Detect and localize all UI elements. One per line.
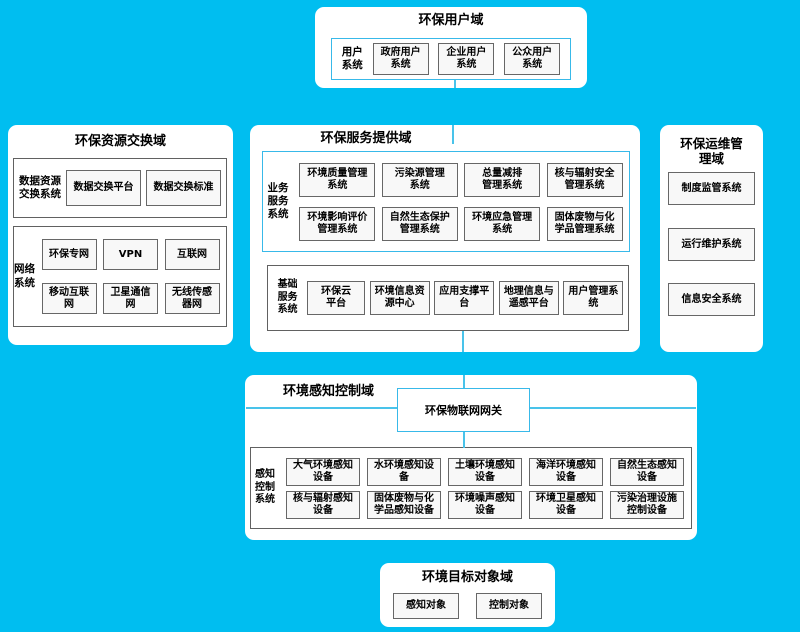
device-box-noise-sensing: 环境噪声感知 设备: [448, 490, 522, 519]
device-box-pollution-control-facility: 污染治理设施 控制设备: [610, 490, 684, 519]
system-box-operation-maintenance: 运行维护系统: [668, 228, 755, 261]
connector-gateway-to-devices: [463, 432, 465, 448]
sensing-row: 大气环境感知 设备 水环境感知设 备 土壤环境感知 设备 海洋环境感知 设备 自…: [279, 457, 691, 486]
system-box-total-reduction-mgmt: 总量减排 管理系统: [464, 162, 541, 197]
domain-operations-mgmt: 环保运维管 理域 制度监管系统 运行维护系统 信息安全系统: [660, 125, 763, 352]
system-box-nuclear-radiation-safety-mgmt: 核与辐射安全 管理系统: [546, 162, 623, 197]
sensing-group-label: 感知 控制 系统: [255, 469, 275, 506]
device-box-ecology-sensing: 自然生态感知 设备: [610, 457, 684, 486]
target-boxes-row: 感知对象 控制对象: [393, 592, 542, 619]
domain-exchange-title: 环保资源交换域: [74, 134, 166, 149]
network-group: 网络 系统 环保专网 VPN 互联网 移动互联 网 卫星通信 网 无线传感 器网: [13, 226, 227, 327]
network-row: 环保专网 VPN 互联网: [35, 239, 226, 270]
sensing-rows: 大气环境感知 设备 水环境感知设 备 土壤环境感知 设备 海洋环境感知 设备 自…: [279, 457, 691, 519]
domain-resource-exchange: 环保资源交换域 数据资源 交换系统 数据交换平台 数据交换标准 网络 系统 环保…: [8, 125, 233, 345]
system-box-vpn: VPN: [103, 239, 158, 270]
system-box-gis-remote-sensing-platform: 地理信息与 遥感平台: [498, 281, 559, 315]
business-service-group: 业务 服务 系统 环境质量管理 系统 污染源管理 系统 总量减排 管理系统 核与…: [262, 151, 630, 252]
data-exchange-group: 数据资源 交换系统 数据交换平台 数据交换标准: [13, 158, 227, 218]
domain-target-object: 环境目标对象域 感知对象 控制对象: [380, 563, 555, 627]
device-box-satellite-sensing: 环境卫星感知 设备: [529, 490, 603, 519]
system-box-env-emergency-mgmt: 环境应急管理 系统: [464, 206, 541, 241]
connector-sensing-top: [463, 375, 465, 389]
system-box-env-impact-assessment-mgmt: 环境影响评价 管理系统: [299, 206, 376, 241]
domain-sensing-title: 环境感知控制域: [283, 384, 375, 399]
domain-service-provision: 环保服务提供域 业务 服务 系统 环境质量管理 系统 污染源管理 系统 总量减排…: [250, 125, 640, 352]
network-row: 移动互联 网 卫星通信 网 无线传感 器网: [35, 283, 226, 314]
base-service-group: 基础 服务 系统 环保云 平台 环境信息资 源中心 应用支撑平 台 地理信息与 …: [267, 265, 629, 331]
sensing-row: 核与辐射感知 设备 固体废物与化 学品感知设备 环境噪声感知 设备 环境卫星感知…: [279, 490, 691, 519]
domain-ops-title: 环保运维管 理域: [680, 136, 743, 166]
domain-target-title: 环境目标对象域: [421, 570, 513, 585]
system-box-user-mgmt-system: 用户管理系 统: [563, 281, 624, 315]
base-group-label: 基础 服务 系统: [277, 279, 298, 316]
business-row: 环境影响评价 管理系统 自然生态保护 管理系统 环境应急管理 系统 固体废物与化…: [293, 206, 629, 241]
system-box-information-security: 信息安全系统: [668, 283, 755, 316]
business-group-label: 业务 服务 系统: [267, 181, 289, 221]
system-box-enterprise-user: 企业用户 系统: [438, 43, 495, 75]
system-box-epa-private-network: 环保专网: [41, 239, 97, 270]
system-box-government-user: 政府用户 系统: [372, 43, 429, 75]
device-box-solid-waste-chemicals-sensing: 固体废物与化 学品感知设备: [367, 490, 441, 519]
connector-user-to-service: [454, 80, 456, 88]
device-box-ocean-sensing: 海洋环境感知 设备: [529, 457, 603, 486]
object-box-sensing-object: 感知对象: [393, 592, 459, 619]
domain-user-title: 环保用户域: [418, 13, 484, 28]
domain-sensing-control: 环境感知控制域 环保物联网网关 感知 控制 系统 大气环境感知 设备 水环境感知…: [245, 375, 697, 540]
user-systems-group: 用户 系统 政府用户 系统 企业用户 系统 公众用户 系统: [331, 38, 571, 80]
business-row: 环境质量管理 系统 污染源管理 系统 总量减排 管理系统 核与辐射安全 管理系统: [293, 162, 629, 197]
system-box-internet: 互联网: [164, 239, 220, 270]
object-box-control-object: 控制对象: [476, 592, 542, 619]
data-exchange-group-label: 数据资源 交换系统: [19, 174, 61, 200]
connector-service-bottom: [462, 331, 464, 352]
system-box-institutional-supervision: 制度监管系统: [668, 172, 755, 205]
system-box-solid-waste-chemicals-mgmt: 固体废物与化 学品管理系统: [546, 206, 623, 241]
device-box-water-sensing: 水环境感知设 备: [367, 457, 441, 486]
business-rows: 环境质量管理 系统 污染源管理 系统 总量减排 管理系统 核与辐射安全 管理系统…: [293, 162, 629, 241]
system-box-data-exchange-platform: 数据交换平台: [66, 170, 141, 206]
sensing-control-group: 感知 控制 系统 大气环境感知 设备 水环境感知设 备 土壤环境感知 设备 海洋…: [250, 447, 692, 529]
connector-service-top: [452, 125, 454, 144]
system-box-env-info-resource-center: 环境信息资 源中心: [369, 281, 430, 315]
system-box-epa-cloud-platform: 环保云 平台: [307, 281, 366, 315]
domain-service-title: 环保服务提供域: [320, 131, 412, 146]
user-group-label: 用户 系统: [341, 45, 363, 71]
system-box-env-quality-mgmt: 环境质量管理 系统: [299, 162, 376, 197]
domain-user: 环保用户域 用户 系统 政府用户 系统 企业用户 系统 公众用户 系统: [315, 7, 587, 88]
system-box-pollution-source-mgmt: 污染源管理 系统: [381, 162, 458, 197]
system-box-public-user: 公众用户 系统: [504, 43, 561, 75]
iot-gateway-box: 环保物联网网关: [397, 388, 530, 432]
system-box-wireless-sensor-network: 无线传感 器网: [164, 283, 220, 314]
system-box-mobile-internet: 移动互联 网: [41, 283, 97, 314]
network-rows: 环保专网 VPN 互联网 移动互联 网 卫星通信 网 无线传感 器网: [35, 239, 226, 314]
network-group-label: 网络 系统: [14, 263, 35, 289]
system-box-natural-ecology-protection-mgmt: 自然生态保护 管理系统: [381, 206, 458, 241]
device-box-soil-sensing: 土壤环境感知 设备: [448, 457, 522, 486]
device-box-nuclear-radiation-sensing: 核与辐射感知 设备: [286, 490, 360, 519]
system-box-application-support-platform: 应用支撑平 台: [434, 281, 495, 315]
system-box-data-exchange-standard: 数据交换标准: [146, 170, 221, 206]
system-box-satellite-network: 卫星通信 网: [103, 283, 158, 314]
device-box-atmosphere-sensing: 大气环境感知 设备: [286, 457, 360, 486]
